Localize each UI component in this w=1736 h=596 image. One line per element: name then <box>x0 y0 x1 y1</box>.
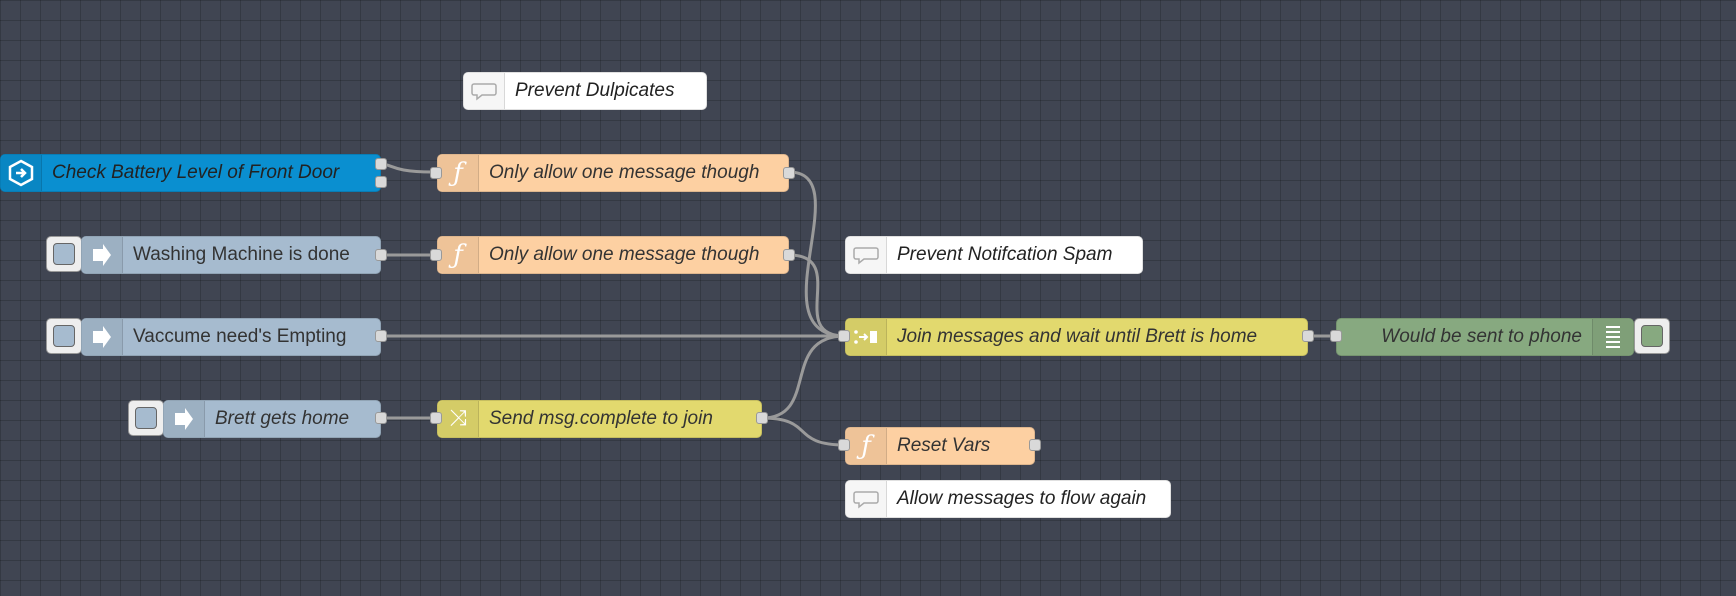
wire-func1-join[interactable] <box>788 170 846 338</box>
input-port[interactable] <box>430 412 442 424</box>
wire-change-join[interactable] <box>761 334 846 420</box>
comment-node-prevent-duplicates[interactable]: Prevent Dulpicates <box>463 72 707 110</box>
function-label: Only allow one message though <box>489 244 760 265</box>
inject-arrow-icon <box>164 401 205 437</box>
input-port[interactable] <box>1330 330 1342 342</box>
output-port[interactable] <box>756 412 768 424</box>
function-icon: ƒ <box>438 155 479 191</box>
link-in-icon <box>1 155 42 191</box>
debug-toggle-button[interactable] <box>1634 318 1670 354</box>
comment-icon <box>846 481 887 517</box>
inject-arrow-icon <box>82 237 123 273</box>
input-port[interactable] <box>838 439 850 451</box>
function-node-only-allow-one-2[interactable]: ƒ Only allow one message though <box>437 236 789 274</box>
comment-label: Allow messages to flow again <box>897 488 1147 509</box>
input-port[interactable] <box>838 330 850 342</box>
join-label: Join messages and wait until Brett is ho… <box>897 326 1258 347</box>
output-port[interactable] <box>375 176 387 188</box>
function-node-reset-vars[interactable]: ƒ Reset Vars <box>845 427 1035 465</box>
output-port[interactable] <box>375 412 387 424</box>
inject-trigger-button-washing[interactable] <box>46 236 82 272</box>
wire-change-reset[interactable] <box>761 416 846 447</box>
join-icon <box>846 319 887 355</box>
shuffle-icon: ⤨ <box>438 401 479 437</box>
function-label: Only allow one message though <box>489 162 760 183</box>
inject-label: Brett gets home <box>215 408 350 429</box>
inject-arrow-icon <box>82 319 123 355</box>
inject-trigger-button-brett[interactable] <box>128 400 164 436</box>
inject-trigger-button-vaccume[interactable] <box>46 318 82 354</box>
function-icon: ƒ <box>846 428 887 464</box>
input-port[interactable] <box>430 167 442 179</box>
comment-node-allow-messages[interactable]: Allow messages to flow again <box>845 480 1171 518</box>
debug-list-icon <box>1592 319 1633 355</box>
function-icon: ƒ <box>438 237 479 273</box>
link-in-node[interactable]: Check Battery Level of Front Door <box>0 154 381 192</box>
output-port[interactable] <box>375 330 387 342</box>
comment-node-prevent-notification-spam[interactable]: Prevent Notifcation Spam <box>845 236 1143 274</box>
wire-func2-join[interactable] <box>788 253 846 338</box>
link-in-label: Check Battery Level of Front Door <box>52 162 340 183</box>
inject-label: Washing Machine is done <box>133 244 350 265</box>
wire-linkin-func1[interactable] <box>380 162 433 174</box>
comment-icon <box>846 237 887 273</box>
output-port[interactable] <box>375 249 387 261</box>
inject-node-washing-machine[interactable]: Washing Machine is done <box>81 236 381 274</box>
output-port[interactable] <box>1029 439 1041 451</box>
inject-label: Vaccume need's Empting <box>133 326 347 347</box>
function-label: Reset Vars <box>897 435 991 456</box>
inject-node-vaccume[interactable]: Vaccume need's Empting <box>81 318 381 356</box>
output-port[interactable] <box>783 249 795 261</box>
comment-label: Prevent Dulpicates <box>515 80 675 101</box>
output-port[interactable] <box>1302 330 1314 342</box>
inject-node-brett-gets-home[interactable]: Brett gets home <box>163 400 381 438</box>
comment-icon <box>464 73 505 109</box>
change-label: Send msg.complete to join <box>489 408 713 429</box>
input-port[interactable] <box>430 249 442 261</box>
debug-node-phone[interactable]: Would be sent to phone <box>1336 318 1634 356</box>
function-node-only-allow-one-1[interactable]: ƒ Only allow one message though <box>437 154 789 192</box>
output-port[interactable] <box>375 158 387 170</box>
change-node-send-complete[interactable]: ⤨ Send msg.complete to join <box>437 400 762 438</box>
debug-label: Would be sent to phone <box>1381 326 1582 347</box>
join-node[interactable]: Join messages and wait until Brett is ho… <box>845 318 1308 356</box>
comment-label: Prevent Notifcation Spam <box>897 244 1113 265</box>
output-port[interactable] <box>783 167 795 179</box>
